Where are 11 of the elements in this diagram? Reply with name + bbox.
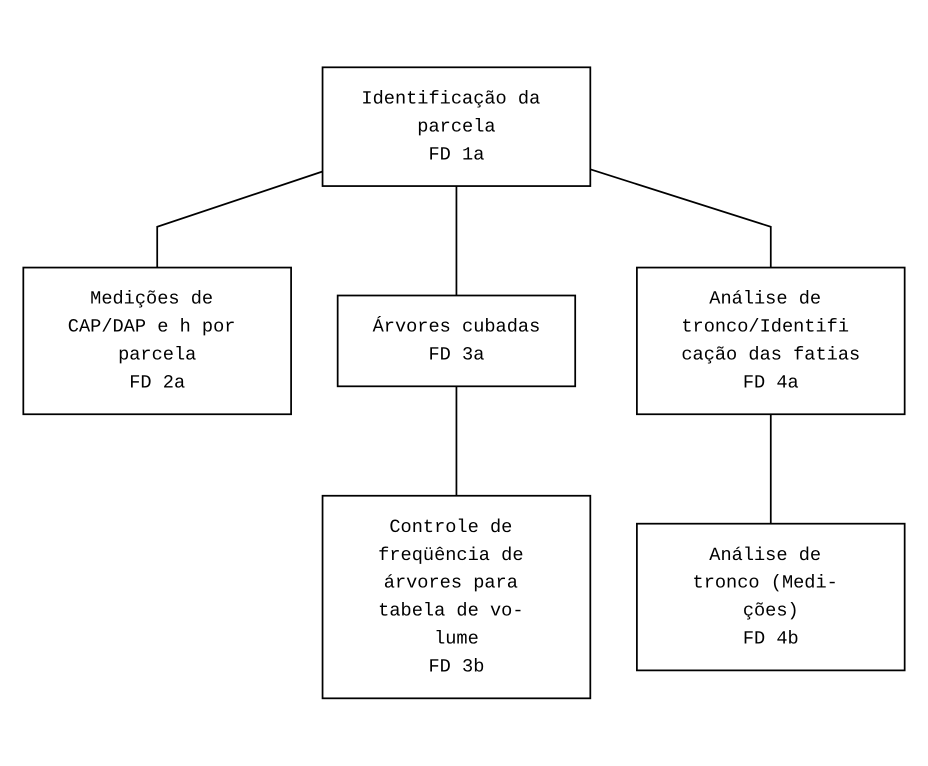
node-box: Medições de CAP/DAP e h por parcela FD 2a — [22, 266, 292, 416]
connector — [456, 386, 458, 496]
node-box: Identificação da parcela FD 1a — [322, 66, 592, 188]
node-box: Árvores cubadas FD 3a — [336, 294, 576, 388]
node-box: Análise de tronco/Identifi cação das fatias FD 4a — [636, 266, 906, 416]
connector — [456, 186, 458, 296]
connector — [590, 168, 772, 268]
connector — [770, 414, 772, 524]
connector — [156, 170, 323, 268]
node-box: Análise de tronco (Medi- ções) FD 4b — [636, 523, 906, 672]
node-box: Controle de freqüência de árvores para tabela de vo- lume FD 3b — [322, 495, 592, 700]
